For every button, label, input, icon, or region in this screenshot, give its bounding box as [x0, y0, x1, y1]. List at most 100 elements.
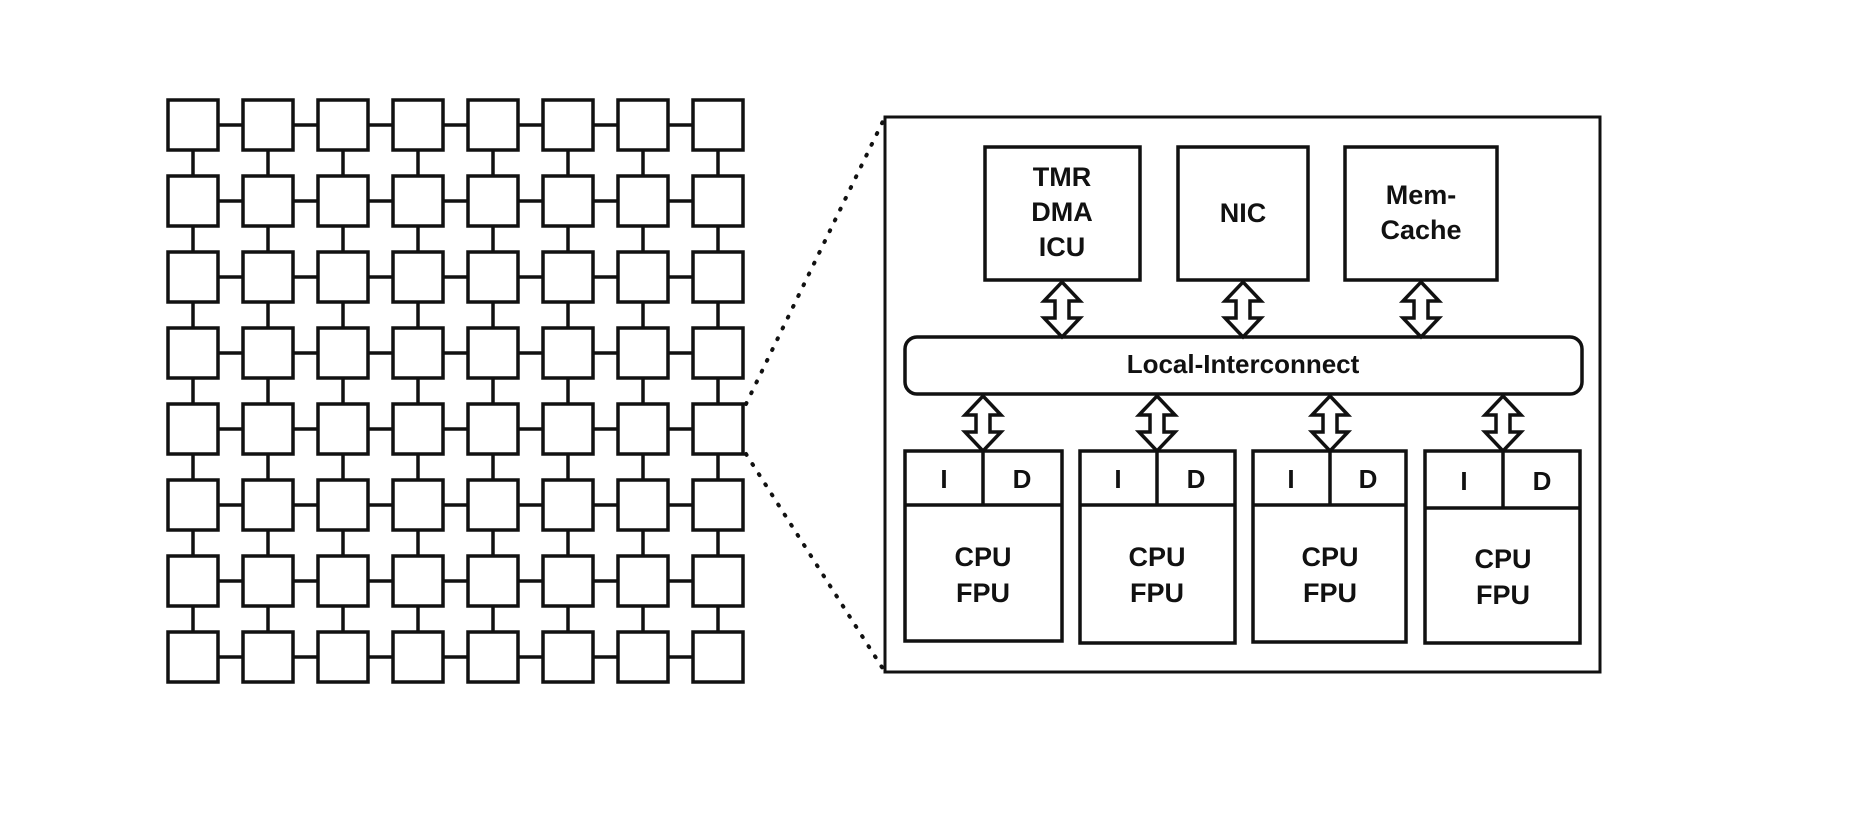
- mesh-node: [541, 478, 595, 532]
- mesh-node: [316, 326, 370, 380]
- mesh-node: [166, 554, 220, 608]
- mesh-node: [616, 174, 670, 228]
- zoom-dotted-line: [744, 452, 887, 674]
- mesh-node: [166, 174, 220, 228]
- mesh-node: [316, 174, 370, 228]
- dcache-label: D: [1359, 464, 1378, 494]
- double-arrow-icon: [1220, 279, 1266, 340]
- core-block-2: I D CPU FPU: [1078, 449, 1237, 645]
- local-interconnect-bar: Local-Interconnect: [903, 335, 1584, 396]
- mesh-node: [241, 174, 295, 228]
- mesh-node: [466, 478, 520, 532]
- mesh-node: [166, 326, 220, 380]
- mem-label: Mem-: [1386, 180, 1457, 210]
- mem-cache-block: Mem- Cache: [1343, 145, 1499, 282]
- fpu-label: FPU: [1130, 578, 1184, 608]
- mesh-node: [241, 554, 295, 608]
- mesh-node: [616, 326, 670, 380]
- mesh-node: [166, 478, 220, 532]
- tile-detail: TMR DMA ICU NIC Mem- Cache Local-Interco…: [883, 115, 1602, 674]
- mesh-node: [316, 250, 370, 304]
- mesh-node: [466, 326, 520, 380]
- mesh-node: [691, 98, 745, 152]
- cache-label: Cache: [1380, 215, 1461, 245]
- mesh-node: [541, 250, 595, 304]
- mesh-node: [466, 630, 520, 684]
- nic-label: NIC: [1220, 198, 1267, 228]
- dcache-label: D: [1013, 464, 1032, 494]
- mesh-node: [541, 326, 595, 380]
- mesh-node: [241, 402, 295, 456]
- mesh-node: [166, 250, 220, 304]
- dma-label: DMA: [1031, 197, 1093, 227]
- fpu-label: FPU: [1303, 578, 1357, 608]
- mesh-node: [391, 250, 445, 304]
- cpu-label: CPU: [954, 542, 1011, 572]
- mesh-node: [466, 250, 520, 304]
- tmr-label: TMR: [1033, 162, 1091, 192]
- cpu-label: CPU: [1301, 542, 1358, 572]
- mesh-node: [691, 630, 745, 684]
- mesh-node: [616, 250, 670, 304]
- mesh-node: [541, 174, 595, 228]
- mesh-node: [616, 98, 670, 152]
- mesh-node: [691, 174, 745, 228]
- mesh-node: [316, 554, 370, 608]
- tmr-dma-icu-block: TMR DMA ICU: [983, 145, 1142, 282]
- mesh-node: [391, 402, 445, 456]
- mesh-network: [166, 98, 745, 684]
- mesh-node: [691, 250, 745, 304]
- mesh-node: [616, 630, 670, 684]
- core-block-3: I D CPU FPU: [1251, 449, 1408, 644]
- dcache-label: D: [1187, 464, 1206, 494]
- mesh-node: [241, 326, 295, 380]
- dcache-label: D: [1533, 466, 1552, 496]
- cpu-label: CPU: [1474, 544, 1531, 574]
- local-interconnect-label: Local-Interconnect: [1127, 349, 1360, 379]
- mesh-node: [391, 630, 445, 684]
- mesh-node: [691, 478, 745, 532]
- icache-label: I: [1460, 466, 1467, 496]
- mesh-node: [316, 478, 370, 532]
- icu-label: ICU: [1039, 232, 1086, 262]
- double-arrow-icon: [1039, 279, 1085, 340]
- core-block-4: I D CPU FPU: [1423, 449, 1582, 645]
- mesh-node: [466, 98, 520, 152]
- top-arrows: [1039, 279, 1444, 340]
- mesh-node: [166, 402, 220, 456]
- mesh-node: [691, 326, 745, 380]
- icache-label: I: [1287, 464, 1294, 494]
- icache-label: I: [1114, 464, 1121, 494]
- fpu-label: FPU: [956, 578, 1010, 608]
- mesh-node: [241, 630, 295, 684]
- mesh-node: [166, 98, 220, 152]
- mesh-node: [466, 174, 520, 228]
- mesh-node: [241, 98, 295, 152]
- mesh-node: [316, 402, 370, 456]
- mesh-node: [391, 326, 445, 380]
- mesh-node: [316, 98, 370, 152]
- mesh-node: [541, 402, 595, 456]
- mesh-node: [241, 250, 295, 304]
- mesh-node: [316, 630, 370, 684]
- mesh-node: [541, 98, 595, 152]
- mesh-node: [391, 98, 445, 152]
- mesh-node: [541, 554, 595, 608]
- mesh-node: [691, 554, 745, 608]
- mesh-node: [616, 402, 670, 456]
- mesh-node: [616, 478, 670, 532]
- nic-block: NIC: [1176, 145, 1310, 282]
- mesh-node: [466, 402, 520, 456]
- mesh-node: [541, 630, 595, 684]
- mesh-node: [166, 630, 220, 684]
- mesh-node: [691, 402, 745, 456]
- mesh-node: [241, 478, 295, 532]
- mesh-node: [616, 554, 670, 608]
- mesh-node: [391, 478, 445, 532]
- fpu-label: FPU: [1476, 580, 1530, 610]
- double-arrow-icon: [1398, 279, 1444, 340]
- mesh-node: [391, 174, 445, 228]
- zoom-lines: [744, 115, 887, 674]
